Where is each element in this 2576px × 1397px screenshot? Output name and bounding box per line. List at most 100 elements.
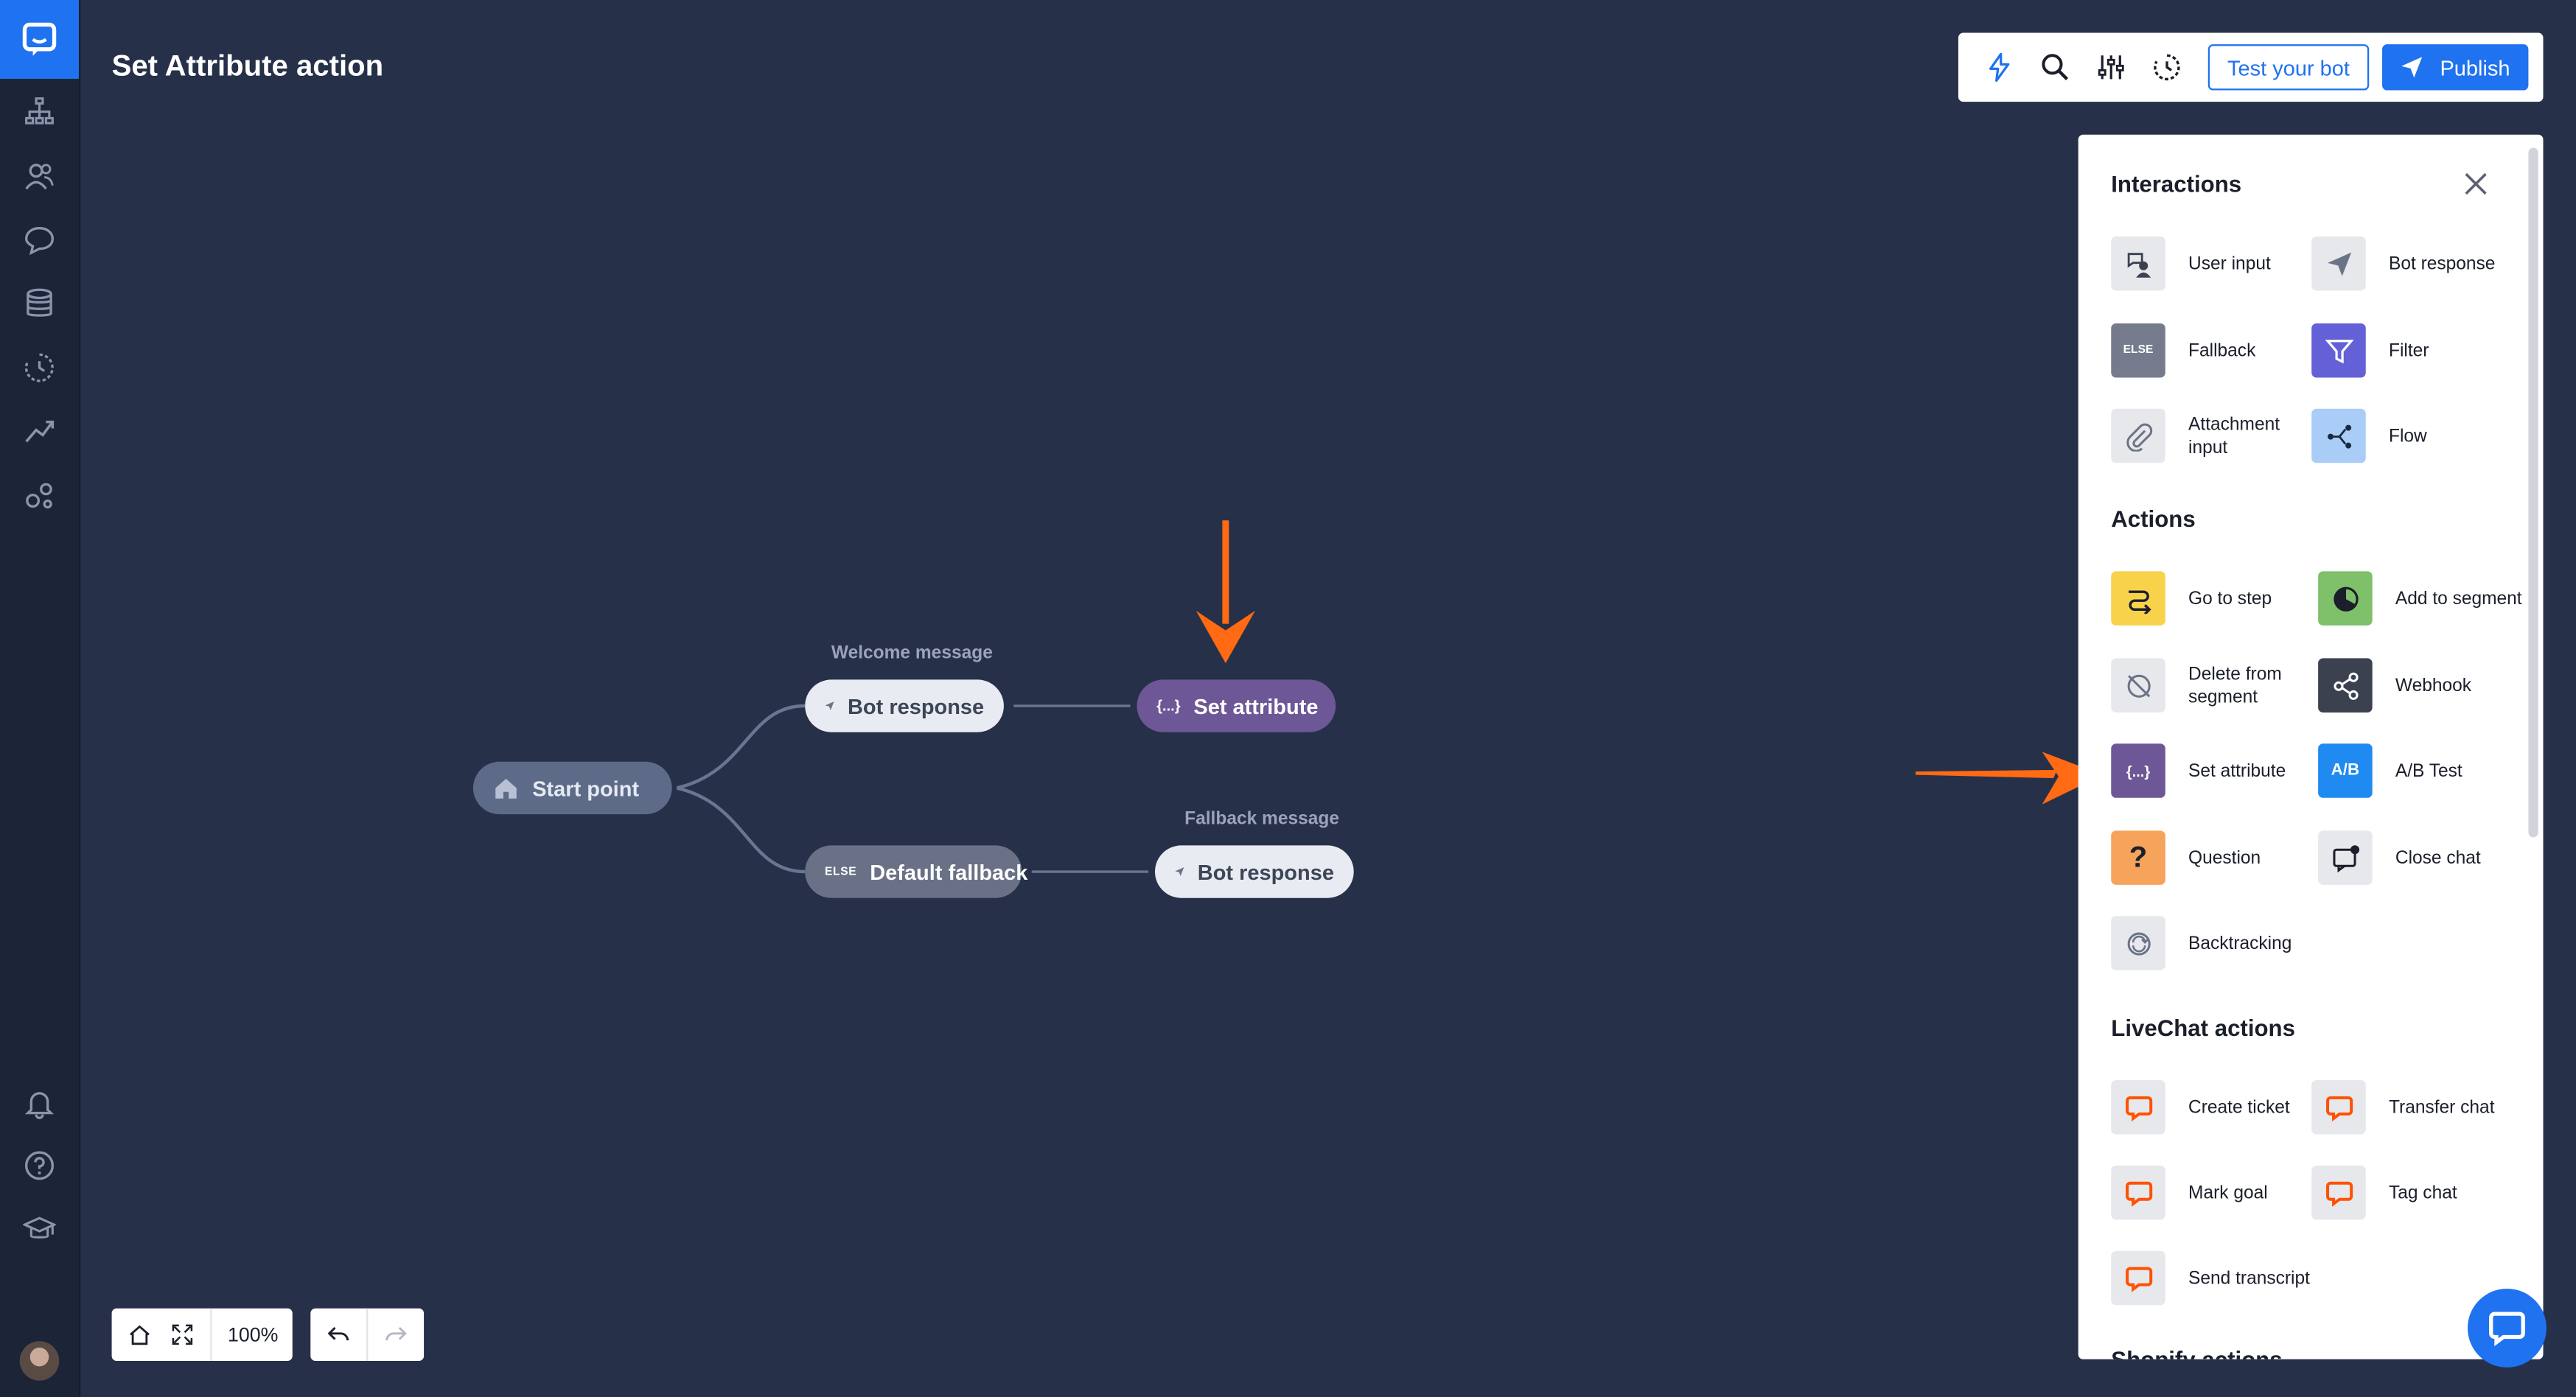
item-send-transcript[interactable]: Send transcript xyxy=(2111,1250,2310,1307)
bot-response-node-welcome[interactable]: Bot response xyxy=(805,679,1004,732)
publish-label: Publish xyxy=(2440,55,2510,80)
integrations-icon[interactable] xyxy=(20,476,59,515)
item-tag-chat[interactable]: Tag chat xyxy=(2311,1165,2508,1222)
orange-arrow-down xyxy=(1195,520,1255,664)
database-icon[interactable] xyxy=(20,284,59,323)
bell-icon[interactable] xyxy=(20,1083,59,1122)
chatbot-logo[interactable] xyxy=(0,0,79,79)
item-transfer-chat[interactable]: Transfer chat xyxy=(2311,1080,2508,1136)
connector-start-bot xyxy=(676,704,806,790)
item-create-ticket[interactable]: Create ticket xyxy=(2111,1080,2308,1136)
paper-plane-icon xyxy=(2401,57,2423,78)
item-go-to-step[interactable]: Go to step xyxy=(2111,571,2308,627)
item-ab-test[interactable]: A/B A/B Test xyxy=(2318,743,2515,799)
else-icon: ELSE xyxy=(824,866,857,878)
item-delete-from-segment[interactable]: Delete from segment xyxy=(2111,658,2308,714)
welcome-message-caption: Welcome message xyxy=(831,643,993,664)
chat-widget-button[interactable] xyxy=(2467,1288,2547,1368)
flow-icon xyxy=(2311,408,2366,463)
home-icon[interactable] xyxy=(127,1322,153,1348)
search-icon[interactable] xyxy=(2037,49,2073,85)
close-chat-icon xyxy=(2318,830,2373,885)
test-your-bot-button[interactable]: Test your bot xyxy=(2207,44,2370,91)
livechat-icon xyxy=(2111,1080,2165,1135)
item-filter[interactable]: Filter xyxy=(2311,323,2508,379)
view-controls: 100% xyxy=(111,1308,294,1362)
item-backtracking[interactable]: Backtracking xyxy=(2111,916,2308,972)
undo-icon[interactable] xyxy=(325,1322,352,1348)
bot-response-node-fallback[interactable]: Bot response xyxy=(1154,845,1354,898)
item-add-to-segment[interactable]: Add to segment xyxy=(2318,571,2522,627)
go-to-step-icon xyxy=(2111,571,2165,626)
delete-segment-icon xyxy=(2111,658,2165,712)
livechat-icon xyxy=(2311,1165,2366,1220)
set-attribute-label: Set attribute xyxy=(1193,693,1319,718)
else-icon: ELSE xyxy=(2111,323,2165,378)
paper-plane-icon xyxy=(1175,867,1184,877)
livechat-icon xyxy=(2311,1080,2366,1135)
user-avatar[interactable] xyxy=(19,1341,60,1381)
item-webhook[interactable]: Webhook xyxy=(2318,658,2515,714)
fallback-message-caption: Fallback message xyxy=(1184,809,1340,830)
stories-icon[interactable] xyxy=(20,92,59,131)
sliders-icon[interactable] xyxy=(2093,49,2129,85)
academy-icon[interactable] xyxy=(20,1210,59,1249)
item-close-chat[interactable]: Close chat xyxy=(2318,830,2515,886)
item-flow[interactable]: Flow xyxy=(2311,408,2508,465)
item-attachment-input[interactable]: Attachment input xyxy=(2111,408,2308,465)
start-point-label: Start point xyxy=(532,775,640,801)
orange-arrow-right xyxy=(1916,752,2104,805)
item-bot-response[interactable]: Bot response xyxy=(2311,236,2508,293)
filter-icon xyxy=(2311,323,2366,378)
users-icon[interactable] xyxy=(20,156,59,195)
share-icon xyxy=(2318,658,2373,712)
page-title: Set Attribute action xyxy=(111,49,384,83)
start-point-node[interactable]: Start point xyxy=(472,761,672,815)
analytics-icon[interactable] xyxy=(20,412,59,451)
interactions-heading: Interactions xyxy=(2111,170,2242,197)
left-nav xyxy=(0,0,81,1397)
history-controls xyxy=(310,1308,425,1362)
history-clock-icon[interactable] xyxy=(2149,49,2185,85)
default-fallback-label: Default fallback xyxy=(870,859,1028,884)
backtracking-icon xyxy=(2111,916,2165,970)
chat-logo-icon xyxy=(22,22,57,56)
user-input-icon xyxy=(2111,236,2165,291)
item-user-input[interactable]: User input xyxy=(2111,236,2308,293)
home-icon xyxy=(495,778,517,799)
item-mark-goal[interactable]: Mark goal xyxy=(2111,1165,2308,1222)
panel-scrollbar[interactable] xyxy=(2528,147,2538,838)
paperclip-icon xyxy=(2111,408,2165,463)
paper-plane-icon xyxy=(825,701,834,710)
publish-button[interactable]: Publish xyxy=(2382,44,2529,91)
item-set-attribute[interactable]: {...} Set attribute xyxy=(2111,743,2308,799)
braces-icon: {...} xyxy=(2111,743,2165,798)
zoom-level[interactable]: 100% xyxy=(210,1308,294,1362)
actions-heading: Actions xyxy=(2111,505,2196,532)
bot-response-label: Bot response xyxy=(1197,859,1334,884)
history-icon[interactable] xyxy=(20,348,59,387)
pie-chart-icon xyxy=(2318,571,2373,626)
ab-test-icon: A/B xyxy=(2318,743,2373,798)
redo-icon[interactable] xyxy=(383,1322,409,1348)
help-icon[interactable] xyxy=(20,1146,59,1185)
braces-icon: {...} xyxy=(1156,697,1181,715)
livechat-icon xyxy=(2111,1165,2165,1220)
shopify-actions-heading: Shopify actions xyxy=(2111,1346,2282,1359)
interactions-panel: Interactions User input Bot response ELS… xyxy=(2078,134,2544,1359)
set-attribute-node[interactable]: {...} Set attribute xyxy=(1137,679,1336,732)
close-icon[interactable] xyxy=(2462,171,2489,197)
bot-response-label: Bot response xyxy=(847,693,985,718)
lightning-icon[interactable] xyxy=(1981,49,2017,85)
chat-bubble-icon[interactable] xyxy=(20,220,59,259)
item-fallback[interactable]: ELSE Fallback xyxy=(2111,323,2308,379)
livechat-icon xyxy=(2111,1250,2165,1306)
top-toolbar: Test your bot Publish xyxy=(1958,32,2544,102)
fit-to-screen-icon[interactable] xyxy=(170,1322,196,1348)
item-question[interactable]: ? Question xyxy=(2111,830,2308,886)
default-fallback-node[interactable]: ELSE Default fallback xyxy=(805,845,1027,898)
paper-plane-icon xyxy=(2311,236,2366,291)
question-icon: ? xyxy=(2111,830,2165,885)
